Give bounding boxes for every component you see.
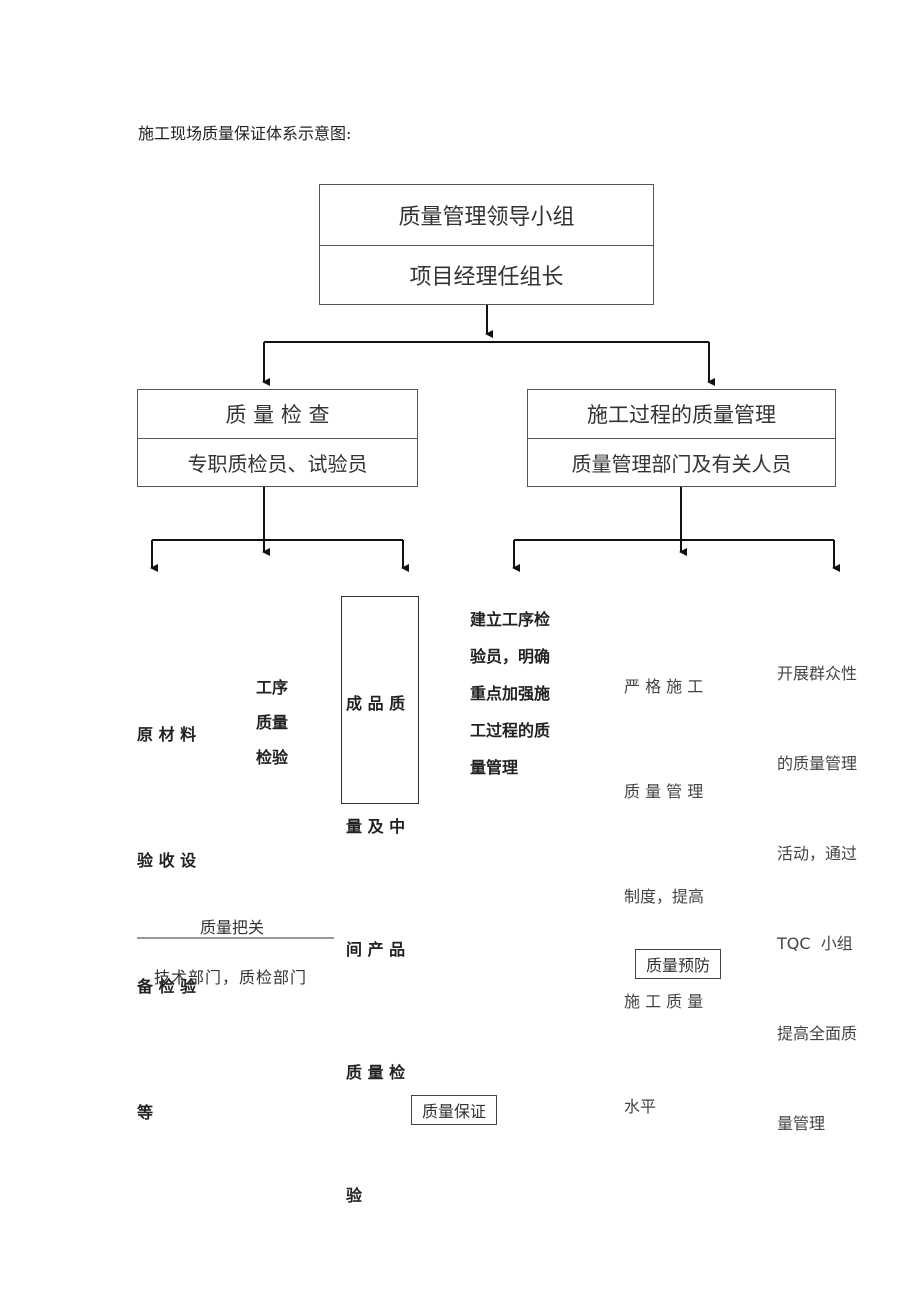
diagram-caption: 施工现场质量保证体系示意图:	[138, 124, 352, 143]
leadership-group-box: 质量管理领导小组 项目经理任组长	[319, 184, 654, 305]
quality-gate-label: 质量把关	[200, 918, 265, 937]
process-quality-title: 施工过程的质量管理	[587, 403, 776, 427]
quality-gate-departments: 技术部门，质检部门	[154, 968, 308, 987]
leadership-group-title: 质量管理领导小组	[398, 205, 575, 230]
quality-assurance-label: 质量保证	[411, 1095, 498, 1125]
leaf-raw-material-inspection: 原 材 料 验 收 设 备 检 验 等	[137, 725, 197, 1122]
quality-inspection-box: 质 量 检 查 专职质检员、试验员	[137, 389, 418, 487]
quality-inspection-title: 质 量 检 查	[225, 403, 330, 427]
process-quality-box: 施工过程的质量管理 质量管理部门及有关人员	[527, 389, 836, 487]
leaf-product-inspection: 成 品 质 量 及 中 间 产 品 质 量 检 验	[341, 596, 419, 1205]
quality-inspection-subtitle: 专职质检员、试验员	[138, 438, 417, 486]
leaf-process-inspection: 工序 质量 检验	[256, 678, 289, 767]
leaf-establish-inspectors: 建立工序检 验员，明确 重点加强施 工过程的质 量管理	[470, 610, 551, 777]
leaf-mass-activities: 开展群众性 的质量管理 活动，通过 TQC 小组 提高全面质 量管理	[777, 664, 858, 1133]
leaf-strict-management: 严 格 施 工 质 量 管 理 制度，提高 施 工 质 量 水平	[624, 677, 705, 1116]
leadership-group-subtitle: 项目经理任组长	[320, 245, 653, 304]
quality-prevention-label: 质量预防	[635, 949, 722, 979]
process-quality-subtitle: 质量管理部门及有关人员	[528, 438, 835, 486]
